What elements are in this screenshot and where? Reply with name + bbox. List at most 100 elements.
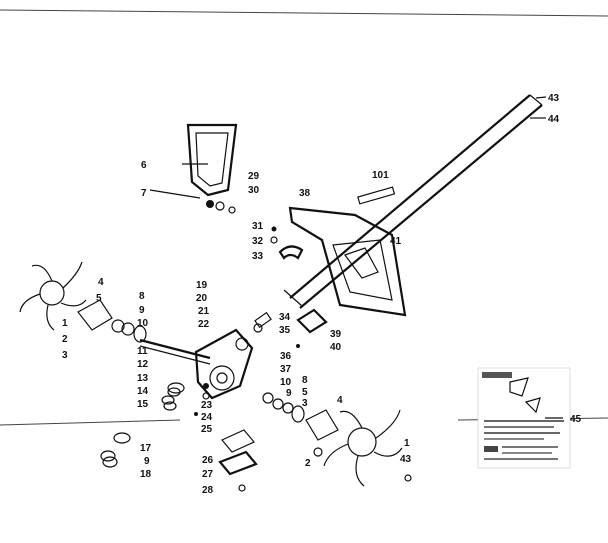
bushing-17 — [113, 432, 131, 444]
part-number: 12 — [137, 359, 149, 370]
seal-right-8 — [291, 405, 305, 423]
scan-border-left — [0, 419, 181, 426]
part-number: 39 — [330, 329, 342, 340]
part-number: 5 — [302, 387, 308, 398]
nut-40 — [296, 344, 300, 348]
part-number: 9 — [139, 305, 145, 316]
part-number: 32 — [252, 236, 264, 247]
handle-loop — [182, 123, 238, 197]
washer-32 — [270, 236, 278, 244]
part-number: 40 — [330, 342, 342, 353]
pin-28 — [238, 484, 246, 492]
part-number: 24 — [201, 412, 213, 423]
part-number: 4 — [98, 277, 104, 288]
handle-leader-7 — [149, 189, 201, 199]
shaft-leader-43 — [535, 96, 547, 99]
handle-nut — [215, 201, 225, 211]
screw-23 — [203, 383, 209, 389]
gear-13 — [167, 387, 181, 397]
part-number: 37 — [280, 364, 292, 375]
gearbox-housing — [194, 328, 254, 400]
bolt-right-2 — [313, 447, 323, 457]
part-number: 17 — [140, 443, 152, 454]
bearing-9-low — [100, 450, 116, 462]
washer-35 — [253, 323, 263, 333]
bearing-14 — [161, 395, 175, 405]
gear-12 — [167, 382, 185, 394]
washer-24 — [202, 392, 210, 400]
bolt-25 — [194, 412, 198, 416]
tine-shield — [288, 206, 407, 317]
part-number: 43 — [400, 454, 412, 465]
part-number: 101 — [372, 170, 389, 181]
part-number: 19 — [196, 280, 208, 291]
bearing-left-9 — [111, 319, 125, 333]
part-number: 1 — [404, 438, 410, 449]
part-number: 36 — [280, 351, 292, 362]
part-number: 38 — [299, 188, 311, 199]
part-number: 27 — [202, 469, 214, 480]
part-number: 35 — [279, 325, 291, 336]
bearing-right-9 — [282, 402, 294, 414]
part-number: 30 — [248, 185, 260, 196]
right-tine-rotor — [323, 409, 403, 487]
part-number: 25 — [201, 424, 213, 435]
part-number: 13 — [137, 373, 149, 384]
left-tine-rotor — [19, 261, 87, 331]
screw-31 — [271, 226, 277, 232]
part-number: 5 — [96, 293, 102, 304]
part-number: 2 — [62, 334, 68, 345]
part-number: 34 — [279, 312, 291, 323]
part-number: 18 — [140, 469, 152, 480]
coupling-34 — [254, 311, 272, 329]
tine-hub-left — [77, 299, 113, 331]
scan-border-top — [0, 9, 608, 17]
washer-37 — [262, 392, 274, 404]
part-number: 23 — [201, 400, 213, 411]
part-number: 28 — [202, 485, 214, 496]
part-number: 43 — [548, 93, 560, 104]
part-number: 1 — [62, 318, 68, 329]
washer-30 — [228, 206, 236, 214]
part-number: 9 — [144, 456, 150, 467]
part-number: 3 — [62, 350, 68, 361]
plate-26 — [221, 429, 255, 453]
bracket-39 — [296, 308, 328, 334]
part-number: 15 — [137, 399, 149, 410]
washer-15 — [163, 401, 177, 411]
part-number-labels: 1 2 3 4 5 6 7 8 9 10 11 12 13 14 15 17 9… — [62, 93, 582, 496]
part-number: 8 — [302, 375, 308, 386]
part-number: 29 — [248, 171, 260, 182]
clamp-33 — [278, 245, 304, 260]
part-number: 9 — [286, 388, 292, 399]
part-number: 41 — [390, 236, 402, 247]
plate-27 — [218, 450, 258, 476]
part-number: 14 — [137, 386, 149, 397]
handle-bolt — [206, 200, 214, 208]
part-number: 6 — [141, 160, 147, 171]
part-number: 2 — [305, 458, 311, 469]
part-number: 33 — [252, 251, 264, 262]
part-number: 45 — [570, 414, 582, 425]
shaft-tube — [283, 94, 543, 309]
part-number: 4 — [337, 395, 343, 406]
bearing-left-10 — [121, 322, 135, 336]
axle-shaft — [139, 338, 211, 360]
part-number: 7 — [141, 188, 147, 199]
part-number: 10 — [137, 318, 149, 329]
seal-18 — [102, 456, 118, 468]
part-number: 8 — [139, 291, 145, 302]
bracket-101 — [357, 186, 396, 205]
tine-hub-right — [305, 409, 339, 441]
part-number: 11 — [137, 346, 148, 357]
part-number: 20 — [196, 293, 208, 304]
part-number: 26 — [202, 455, 214, 466]
part-number: 44 — [548, 114, 560, 125]
bearing-right-10 — [272, 398, 284, 410]
part-number: 31 — [252, 221, 264, 232]
part-number: 10 — [280, 377, 292, 388]
seal-left-8 — [133, 325, 147, 343]
pin-43-low — [404, 474, 412, 482]
